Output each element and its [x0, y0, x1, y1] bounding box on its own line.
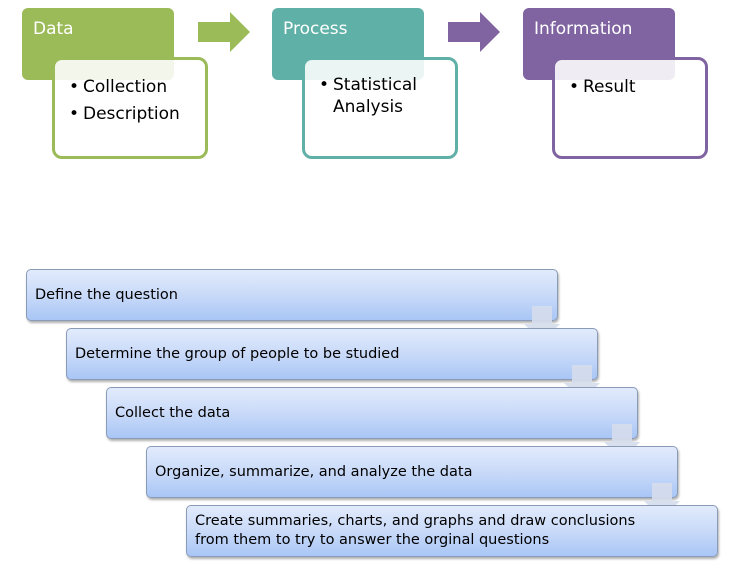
process-step-text: Collect the data — [115, 404, 231, 421]
process-step-3: Collect the data — [106, 387, 638, 439]
stage-data-item: Description — [69, 101, 205, 128]
stage-process-item-text: Statistical Analysis — [333, 75, 417, 117]
stage-information-title: Information — [534, 19, 633, 39]
process-step-text: Organize, summarize, and analyze the dat… — [155, 463, 473, 480]
process-step-2: Determine the group of people to be stud… — [66, 328, 598, 380]
stage-data-title: Data — [33, 19, 74, 39]
process-step-text-line: from them to try to answer the orginal q… — [195, 532, 550, 548]
stage-data-item: Collection — [69, 74, 205, 101]
stage-information-body: Result — [552, 57, 708, 159]
process-step-text: Define the question — [35, 286, 178, 303]
stage-information-item: Result — [569, 74, 705, 101]
right-arrow-icon — [198, 12, 250, 52]
process-step-1: Define the question — [26, 269, 558, 321]
process-step-4: Organize, summarize, and analyze the dat… — [146, 446, 678, 498]
process-step-text: Create summaries, charts, and graphs and… — [195, 512, 635, 550]
stage-data-body: Collection Description — [52, 57, 208, 159]
stage-process-title: Process — [283, 19, 348, 39]
stage-process-item: Statistical Analysis — [319, 74, 455, 118]
process-step-text: Determine the group of people to be stud… — [75, 345, 400, 362]
stage-process-body: Statistical Analysis — [302, 57, 458, 159]
process-step-5: Create summaries, charts, and graphs and… — [186, 505, 718, 557]
right-arrow-icon — [448, 12, 500, 52]
process-step-text-line: Create summaries, charts, and graphs and… — [195, 513, 636, 529]
